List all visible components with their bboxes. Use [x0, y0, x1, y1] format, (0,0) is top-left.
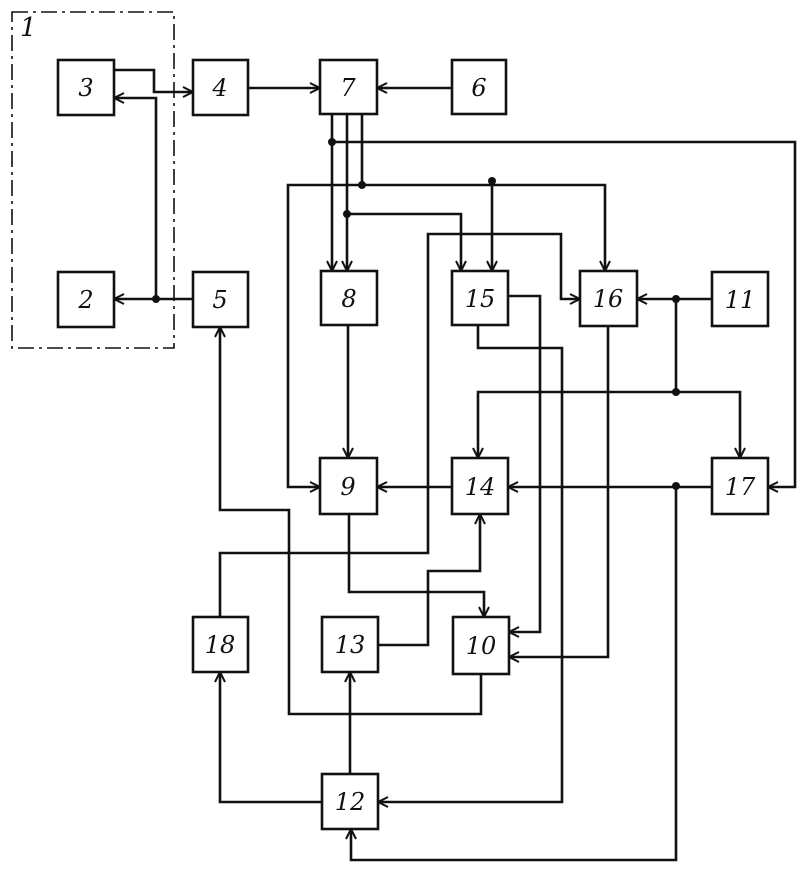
block-9: 9 — [320, 458, 377, 514]
block-3-label: 3 — [78, 74, 93, 102]
wire-15-to-12 — [378, 325, 562, 802]
block-3: 3 — [58, 60, 114, 115]
wire-3-to-4 — [114, 70, 193, 92]
block-13-label: 13 — [335, 631, 366, 659]
block-4-label: 4 — [211, 74, 227, 102]
block-12-label: 12 — [335, 788, 366, 816]
wire-7-to-15-b — [347, 214, 461, 271]
wire-7-to-16 — [362, 114, 605, 271]
block-11: 11 — [712, 272, 768, 326]
block-4: 4 — [193, 60, 248, 115]
wire-17-to-12 — [351, 486, 676, 860]
block-10-label: 10 — [466, 632, 497, 660]
block-6: 6 — [452, 60, 506, 114]
block-13: 13 — [322, 617, 378, 672]
wire-5-to-3 — [114, 98, 156, 299]
block-15: 15 — [452, 271, 508, 325]
block-8-label: 8 — [341, 285, 356, 313]
block-2: 2 — [58, 272, 114, 327]
wire-7-to-9 — [288, 185, 362, 487]
block-10: 10 — [453, 617, 509, 674]
block-16-label: 16 — [593, 285, 624, 313]
wire-9-to-10 — [349, 514, 484, 617]
block-8: 8 — [321, 271, 377, 325]
block-6-label: 6 — [471, 74, 486, 102]
block-14-label: 14 — [465, 473, 496, 501]
block-17-label: 17 — [725, 473, 756, 501]
wire-18-to-16 — [220, 234, 580, 617]
junction-15 — [488, 177, 496, 185]
wire-12-to-18 — [220, 672, 322, 802]
block-17: 17 — [712, 458, 768, 514]
block-2-label: 2 — [77, 286, 93, 314]
block-12: 12 — [322, 774, 378, 829]
block-18: 18 — [193, 617, 248, 672]
group-1-label: 1 — [20, 13, 37, 43]
wire-11-to-14 — [478, 392, 676, 458]
block-14: 14 — [452, 458, 508, 514]
wire-16-to-10 — [509, 326, 608, 657]
block-11-label: 11 — [725, 286, 756, 314]
wire-11-to-17 — [676, 392, 740, 458]
block-5-label: 5 — [212, 286, 227, 314]
junction-7a — [328, 138, 336, 146]
block-7: 7 — [320, 60, 377, 114]
junction-7b — [343, 210, 351, 218]
block-15-label: 15 — [465, 285, 496, 313]
block-9-label: 9 — [340, 473, 355, 501]
junction-5 — [152, 295, 160, 303]
block-16: 16 — [580, 271, 637, 326]
wire-15-to-10 — [508, 296, 540, 632]
block-5: 5 — [193, 272, 248, 327]
block-18-label: 18 — [205, 631, 236, 659]
block-7-label: 7 — [340, 74, 356, 102]
